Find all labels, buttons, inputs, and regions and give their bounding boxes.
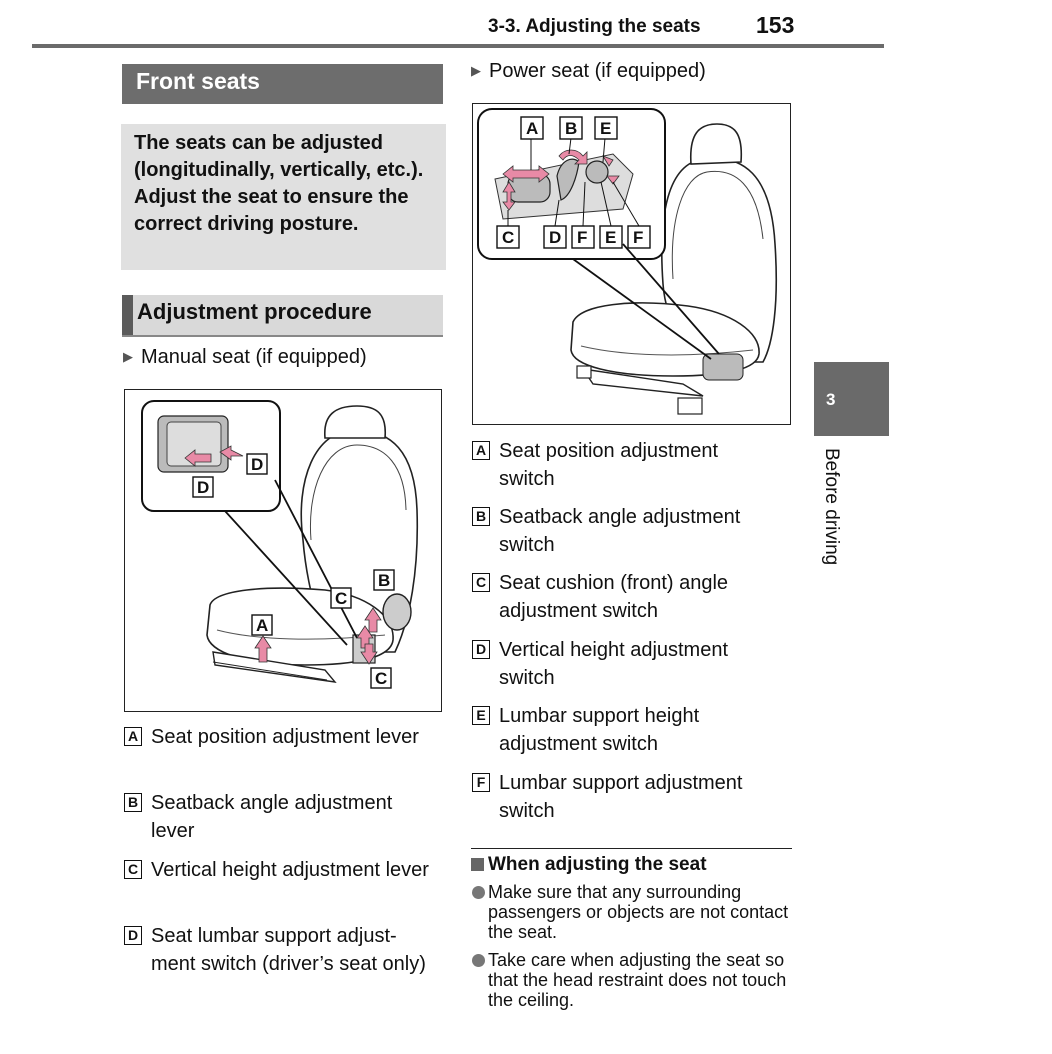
note-heading: When adjusting the seat <box>471 854 707 876</box>
figure-label-d1: D <box>246 453 268 475</box>
legend-text: Lumbar support height adjustment switch <box>499 705 700 755</box>
heading-bar <box>122 295 133 335</box>
manual-seat-text: Manual seat (if equipped) <box>141 346 367 368</box>
note-divider <box>471 848 792 849</box>
power-seat-figure: A B E C D F E F <box>472 103 791 425</box>
legend-letter-box: B <box>124 793 142 812</box>
intro-box: The seats can be adjusted (longitudinall… <box>121 124 446 270</box>
section-title: 3-3. Adjusting the seats <box>488 16 701 37</box>
chapter-tab: 3 <box>814 362 889 436</box>
power-label-f1: F <box>571 225 595 249</box>
figure-label-a: A <box>251 614 273 636</box>
triangle-right-icon: ▶ <box>123 349 133 364</box>
svg-text:F: F <box>577 228 587 247</box>
legend-text: Lumbar support adjustment switch <box>499 772 743 822</box>
note-title-text: When adjusting the seat <box>488 854 707 875</box>
square-icon <box>471 858 484 871</box>
svg-text:F: F <box>633 228 643 247</box>
svg-text:C: C <box>375 669 387 688</box>
bullet-dot-icon <box>472 886 485 899</box>
triangle-right-icon: ▶ <box>471 63 481 78</box>
note-item-1: Make sure that any surrounding passenger… <box>471 882 791 944</box>
svg-text:E: E <box>600 119 611 138</box>
figure-label-d2: D <box>192 476 214 498</box>
power-label-e-bottom: E <box>599 225 623 249</box>
legend-letter-box: E <box>472 706 490 725</box>
legend-text: Seat position adjustment switch <box>499 440 719 490</box>
legend-letter-box: D <box>124 926 142 945</box>
svg-text:C: C <box>502 228 514 247</box>
legend-text: Seat position adjustment lever <box>151 726 419 748</box>
svg-text:E: E <box>605 228 616 247</box>
chapter-number: 3 <box>826 390 836 409</box>
power-label-c: C <box>496 225 520 249</box>
legend-letter-box: C <box>124 860 142 879</box>
svg-text:B: B <box>378 571 390 590</box>
svg-text:C: C <box>335 589 347 608</box>
legend-text: Vertical height adjustment lever <box>151 859 429 881</box>
power-seat-label: ▶ Power seat (if equipped) <box>471 60 706 83</box>
manual-seat-illustration: D D A B C C <box>141 400 419 689</box>
front-seats-title: Front seats <box>136 68 260 94</box>
procedure-heading: Adjustment procedure <box>122 295 443 337</box>
power-label-f2: F <box>627 225 651 249</box>
power-label-d: D <box>543 225 567 249</box>
header-rule <box>32 44 884 48</box>
note-item-2: Take care when adjusting the seat so tha… <box>471 950 791 1012</box>
legend-letter-box: C <box>472 573 490 592</box>
power-seat-text: Power seat (if equipped) <box>489 60 706 82</box>
legend-letter-box: D <box>472 640 490 659</box>
svg-text:D: D <box>251 455 263 474</box>
legend-text: Seatback angle adjustment lever <box>151 792 393 842</box>
figure-label-b: B <box>373 569 395 591</box>
legend-letter-box: B <box>472 507 490 526</box>
intro-text: The seats can be adjusted (longitudinall… <box>134 132 424 235</box>
legend-text: Seat cushion (front) angle adjustment sw… <box>499 572 729 622</box>
power-label-a: A <box>520 116 544 140</box>
page-number: 153 <box>756 12 795 38</box>
svg-text:D: D <box>549 228 561 247</box>
procedure-title: Adjustment procedure <box>137 299 372 324</box>
svg-text:D: D <box>197 478 209 497</box>
svg-text:A: A <box>526 119 538 138</box>
legend-text: Seatback angle adjustment switch <box>499 506 741 556</box>
manual-seat-figure: D D A B C C <box>124 389 442 712</box>
legend-letter-box: F <box>472 773 490 792</box>
note-text: Take care when adjusting the seat so tha… <box>488 950 787 1010</box>
legend-text: Vertical height adjustment switch <box>499 639 729 689</box>
manual-seat-label: ▶ Manual seat (if equipped) <box>123 346 367 369</box>
power-label-b: B <box>559 116 583 140</box>
svg-text:A: A <box>256 616 268 635</box>
legend-letter-box: A <box>124 727 142 746</box>
power-label-e-top: E <box>594 116 618 140</box>
bullet-dot-icon <box>472 954 485 967</box>
figure-label-c2: C <box>370 667 392 689</box>
legend-letter-box: A <box>472 441 490 460</box>
power-seat-illustration: A B E C D F E F <box>477 108 778 415</box>
legend-text: Seat lumbar support adjust-ment switch (… <box>151 925 426 975</box>
svg-text:B: B <box>565 119 577 138</box>
note-text: Make sure that any surrounding passenger… <box>488 882 789 942</box>
chapter-title: Before driving <box>821 448 842 566</box>
front-seats-heading: Front seats <box>122 64 443 104</box>
figure-label-c1: C <box>330 587 352 609</box>
